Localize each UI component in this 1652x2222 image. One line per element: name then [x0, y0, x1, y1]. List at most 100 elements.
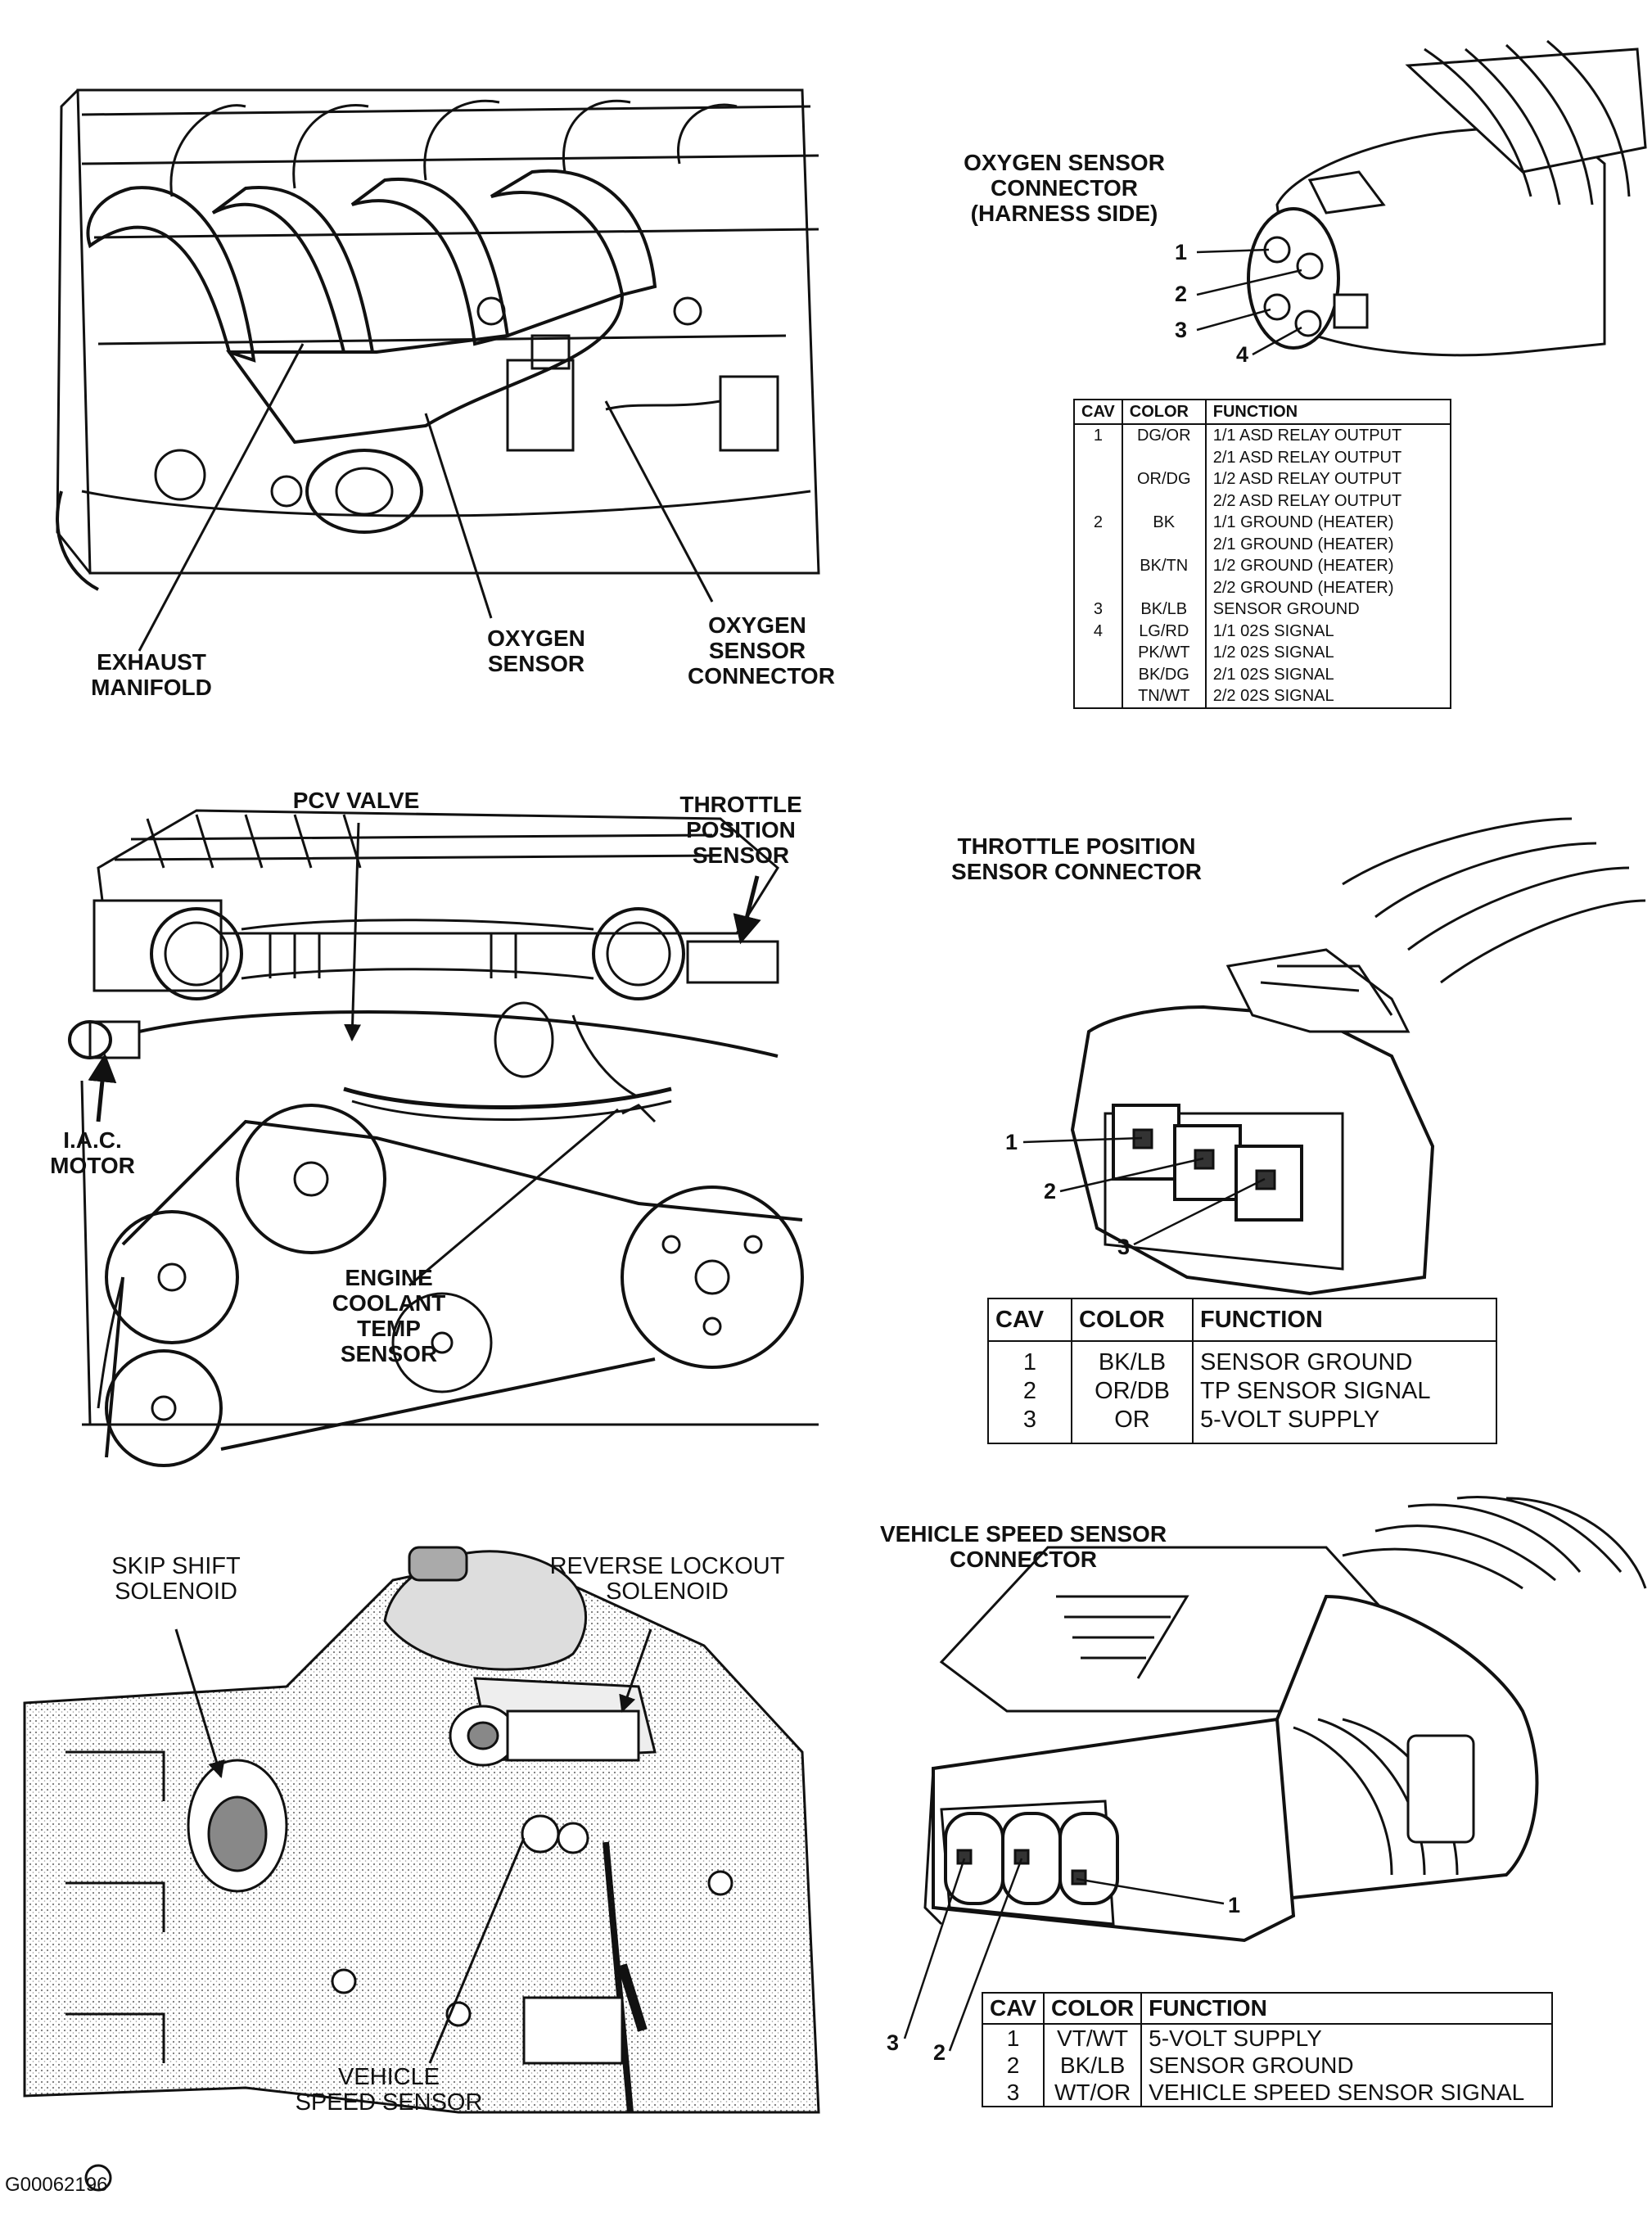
o2-pin-1: 1 [1175, 240, 1188, 264]
oxygen-sensor-label: OXYGEN SENSOR [487, 626, 585, 676]
cell-cav [1073, 446, 1122, 468]
cell-function: 2/1 GROUND (HEATER) [1204, 533, 1451, 555]
vss-connector-title: VEHICLE SPEED SENSOR CONNECTOR [879, 1521, 1167, 1572]
cell-color: OR [1071, 1406, 1193, 1443]
transmission-leaders [174, 1628, 652, 2064]
cell-color [1121, 533, 1206, 555]
cell-function: 1/1 GROUND (HEATER) [1204, 512, 1451, 534]
cell-cav: 4 [1073, 620, 1122, 642]
engine-exhaust-illustration [56, 88, 820, 591]
col-header-cav: CAV [981, 1993, 1045, 2025]
exhaust-manifold-label: EXHAUST MANIFOLD [91, 649, 212, 700]
col-header-color: COLOR [1121, 400, 1206, 425]
vss-pin-2: 2 [933, 2040, 946, 2065]
o2-pin-3: 3 [1175, 318, 1188, 342]
vss-pin-1: 1 [1228, 1893, 1241, 1917]
cell-cav [1073, 685, 1122, 708]
tps-pin-2: 2 [1044, 1179, 1057, 1204]
cell-color: PK/WT [1121, 642, 1206, 664]
col-header-cav: CAV [987, 1298, 1072, 1342]
skip-shift-solenoid-label: SKIP SHIFT SOLENOID [111, 1553, 241, 1605]
figure-id: G00062196 [5, 2174, 108, 2196]
cell-function: 2/2 ASD RELAY OUTPUT [1204, 490, 1451, 512]
col-header-function: FUNCTION [1140, 1993, 1552, 2025]
cell-color: BK/LB [1071, 1341, 1193, 1377]
engine-coolant-temp-sensor-label: ENGINE COOLANT TEMP SENSOR [332, 1265, 446, 1366]
table-row: 2/1 GROUND (HEATER) [1073, 533, 1451, 555]
cell-function: VEHICLE SPEED SENSOR SIGNAL [1140, 2079, 1552, 2107]
cell-color: OR/DG [1121, 468, 1206, 490]
cell-cav [1073, 576, 1122, 598]
tps-pin-leaders [1022, 1136, 1266, 1246]
cell-color: BK/TN [1121, 555, 1206, 577]
cell-color: BK/DG [1121, 663, 1206, 685]
cell-cav [1073, 663, 1122, 685]
throttle-body-leaders [88, 822, 761, 1287]
cell-cav: 2 [1073, 512, 1122, 534]
iac-motor-label: I.A.C. MOTOR [50, 1127, 135, 1178]
cell-cav: 3 [981, 2079, 1045, 2107]
tps-connector-title: THROTTLE POSITION SENSOR CONNECTOR [951, 833, 1202, 884]
cell-color: LG/RD [1121, 620, 1206, 642]
cell-function: 2/1 02S SIGNAL [1204, 663, 1451, 685]
cell-cav: 1 [981, 2024, 1045, 2052]
cell-function: 1/2 02S SIGNAL [1204, 642, 1451, 664]
table-row: 2/1 ASD RELAY OUTPUT [1073, 446, 1451, 468]
reverse-lockout-solenoid-label: REVERSE LOCKOUT SOLENOID [549, 1553, 785, 1605]
vehicle-speed-sensor-label: VEHICLE SPEED SENSOR [295, 2064, 483, 2116]
cell-cav [1073, 533, 1122, 555]
cell-cav: 2 [987, 1377, 1072, 1406]
cell-function: 5-VOLT SUPPLY [1140, 2024, 1552, 2052]
cell-color: DG/OR [1121, 424, 1206, 447]
col-header-color: COLOR [1071, 1298, 1193, 1342]
oxygen-harness-side-title: OXYGEN SENSOR CONNECTOR (HARNESS SIDE) [964, 150, 1165, 226]
cell-function: SENSOR GROUND [1204, 598, 1451, 621]
cell-cav [1073, 555, 1122, 577]
cell-cav: 3 [987, 1406, 1072, 1443]
throttle-position-sensor-label: THROTTLE POSITION SENSOR [679, 792, 802, 868]
throttle-body-illustration [68, 809, 819, 1467]
pcv-valve-label: PCV VALVE [292, 788, 420, 813]
cell-cav [1073, 490, 1122, 512]
table-row: 2/2 ASD RELAY OUTPUT [1073, 490, 1451, 512]
tps-pin-3: 3 [1117, 1235, 1131, 1259]
cell-function: 5-VOLT SUPPLY [1192, 1406, 1496, 1443]
o2-pin-4: 4 [1236, 342, 1249, 367]
tps-connector-illustration [1070, 817, 1646, 1296]
cell-cav: 2 [981, 2052, 1045, 2079]
col-header-cav: CAV [1073, 400, 1122, 425]
cell-function: 2/2 02S SIGNAL [1204, 685, 1451, 708]
cell-color [1121, 576, 1206, 598]
oxygen-sensor-connector-illustration [1247, 39, 1647, 357]
cell-function: 1/1 02S SIGNAL [1204, 620, 1451, 642]
col-header-function: FUNCTION [1192, 1298, 1496, 1342]
tps-pin-1: 1 [1005, 1130, 1018, 1154]
engine-leader-lines [138, 343, 714, 652]
cell-function: 1/1 ASD RELAY OUTPUT [1204, 424, 1451, 447]
cell-function: SENSOR GROUND [1192, 1341, 1496, 1377]
cell-color: OR/DB [1071, 1377, 1193, 1406]
cell-cav: 1 [1073, 424, 1122, 447]
col-header-function: FUNCTION [1204, 400, 1451, 425]
table-row: 2/2 GROUND (HEATER) [1073, 576, 1451, 598]
oxygen-sensor-connector-label: OXYGEN SENSOR CONNECTOR [688, 612, 835, 689]
cell-cav: 3 [1073, 598, 1122, 621]
o2-pin-2: 2 [1175, 282, 1188, 306]
cell-color [1121, 446, 1206, 468]
cell-color: TN/WT [1121, 685, 1206, 708]
